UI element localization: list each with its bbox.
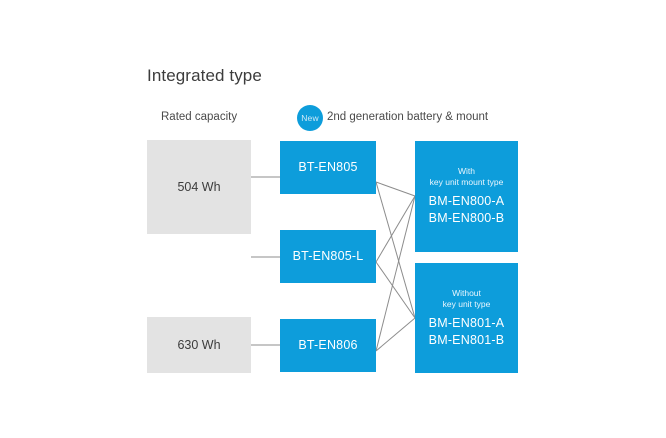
column-label-generation: 2nd generation battery & mount <box>327 111 489 123</box>
wire-en805-to-bm800 <box>375 181 416 197</box>
mount-model-b: BM-EN800-B <box>428 211 505 225</box>
mount-description-line1: With <box>458 166 475 176</box>
page-title: Integrated type <box>147 66 262 85</box>
wire-en805l-to-bm801 <box>375 261 416 319</box>
battery-model: BT-EN806 <box>298 338 358 352</box>
wire-en806-to-bm801 <box>375 317 416 352</box>
mount-box-bm-en800: With key unit mount type BM-EN800-A BM-E… <box>415 141 518 252</box>
battery-model: BT-EN805 <box>298 160 358 174</box>
wire-en806-to-bm800 <box>375 195 416 352</box>
wire-en805-to-bm801 <box>375 181 416 319</box>
wire-en805l-to-bm800 <box>375 195 416 263</box>
mount-model-a: BM-EN800-A <box>428 194 505 208</box>
mount-description: With key unit mount type <box>430 166 504 188</box>
mount-description-line2: key unit mount type <box>429 177 504 187</box>
capacity-box-504: 504 Wh <box>147 140 251 234</box>
battery-box-bt-en805: BT-EN805 <box>280 141 376 194</box>
mount-description-line2: key unit type <box>442 298 491 309</box>
mount-description: Without key unit type <box>443 288 491 310</box>
battery-box-bt-en805-l: BT-EN805-L <box>280 230 376 283</box>
capacity-value: 630 Wh <box>177 338 221 352</box>
mount-box-bm-en801: Without key unit type BM-EN801-A BM-EN80… <box>415 263 518 373</box>
mount-model-b: BM-EN801-B <box>428 332 505 347</box>
new-badge: New <box>297 105 323 131</box>
mount-model-a: BM-EN801-A <box>428 315 505 330</box>
mount-description-line1: Without <box>452 287 481 298</box>
battery-box-bt-en806: BT-EN806 <box>280 319 376 372</box>
battery-model: BT-EN805-L <box>292 249 364 263</box>
capacity-box-630: 630 Wh <box>147 317 251 373</box>
capacity-value: 504 Wh <box>177 180 221 194</box>
column-label-rated-capacity: Rated capacity <box>161 111 238 123</box>
